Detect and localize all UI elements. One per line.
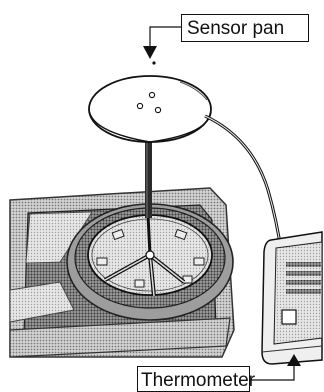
pan-hole <box>152 61 155 64</box>
thermometer-label: Thermometer <box>137 366 250 392</box>
arrow-down-icon <box>143 46 157 59</box>
sensor-pan <box>89 61 211 142</box>
pan-shaft <box>145 130 152 218</box>
pan-hole <box>137 103 142 108</box>
sensor-pan-leader <box>143 27 181 59</box>
thermometer-unit <box>262 232 322 364</box>
pan-hole <box>155 107 160 112</box>
sensor-pan-label: Sensor pan <box>181 14 309 42</box>
pan-hole <box>149 92 154 97</box>
